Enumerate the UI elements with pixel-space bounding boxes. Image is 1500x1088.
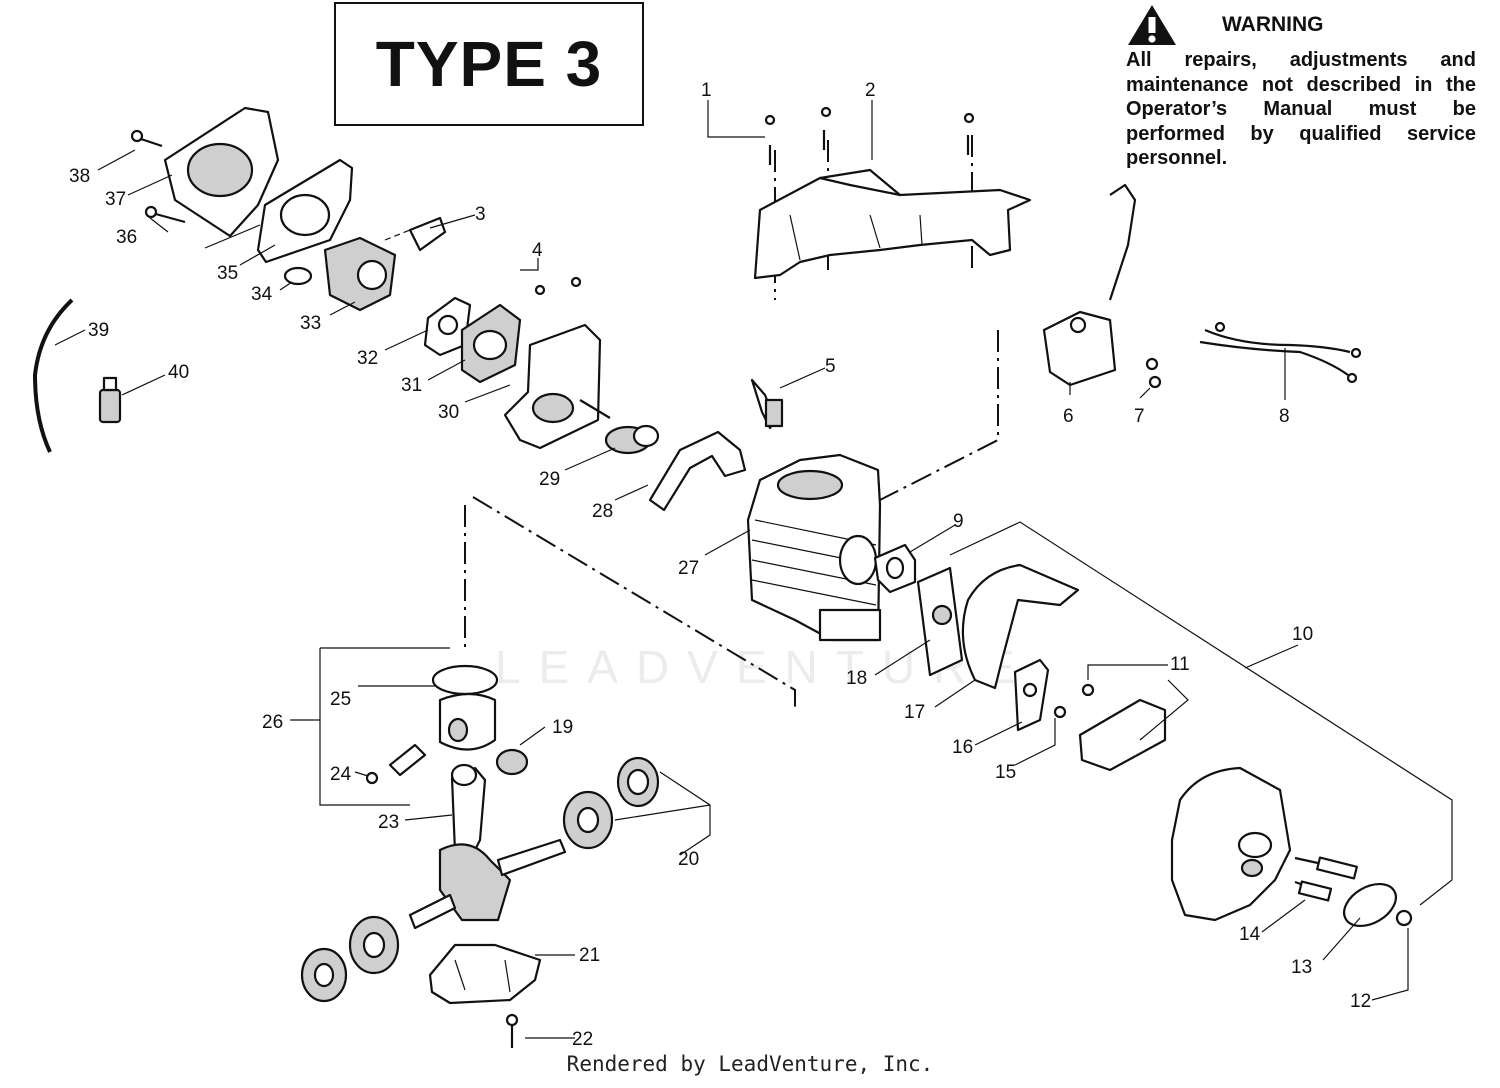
callout-18: 18 — [846, 668, 867, 689]
callout-10: 10 — [1292, 624, 1313, 645]
filter-screws — [130, 129, 186, 224]
callout-8: 8 — [1279, 406, 1290, 427]
fuel-filter-part — [98, 376, 122, 424]
muffler-cap-part — [1343, 882, 1413, 928]
footer-credit: Rendered by LeadVenture, Inc. — [566, 1052, 934, 1076]
callout-19: 19 — [552, 717, 573, 738]
callout-5: 5 — [825, 356, 836, 377]
piston-part — [365, 664, 529, 785]
callout-25: 25 — [330, 689, 351, 710]
carb-mount-part — [503, 276, 611, 450]
crankcase-part — [428, 943, 542, 1048]
callout-31: 31 — [401, 375, 422, 396]
muffler-bolts-part — [1294, 856, 1358, 902]
leader-lines — [54, 100, 1453, 1039]
heat-shield-gasket-part — [916, 566, 964, 677]
wire-part — [1199, 321, 1362, 384]
callout-labels: 1 2 3 4 5 6 7 8 9 10 11 12 13 14 15 16 1… — [69, 80, 1371, 1050]
impulse-hose-part — [648, 430, 747, 512]
exhaust-gasket-part — [873, 543, 917, 594]
callout-27: 27 — [678, 558, 699, 579]
callout-2: 2 — [865, 80, 876, 101]
warning-text: All repairs, adjustments and maintenance… — [1126, 49, 1476, 169]
intake-gasket-part — [460, 303, 522, 384]
fuel-line-part — [33, 298, 74, 453]
callout-33: 33 — [300, 313, 321, 334]
callout-11: 11 — [1170, 654, 1190, 675]
carburetor-part — [283, 216, 447, 312]
muffler-gasket-part — [1013, 658, 1050, 732]
type-label: TYPE 3 — [375, 28, 603, 100]
callout-9: 9 — [953, 511, 964, 532]
callout-16: 16 — [952, 737, 973, 758]
callout-3: 3 — [475, 204, 486, 225]
callout-36: 36 — [116, 227, 137, 248]
callout-1: 1 — [701, 80, 712, 101]
air-filter-part — [256, 158, 354, 264]
top-cover-part — [753, 106, 1032, 280]
callout-29: 29 — [539, 469, 560, 490]
muffler-plate-part — [1053, 683, 1167, 772]
heat-shield-part — [961, 563, 1080, 690]
intake-boot-part — [604, 424, 660, 455]
callout-14: 14 — [1239, 924, 1261, 945]
spark-plug-part — [750, 378, 784, 430]
callout-17: 17 — [904, 702, 925, 723]
callout-23: 23 — [378, 812, 399, 833]
callout-6: 6 — [1063, 406, 1074, 427]
callout-4: 4 — [532, 240, 543, 261]
callout-38: 38 — [69, 166, 90, 187]
cylinder-part — [746, 453, 882, 642]
callout-24: 24 — [330, 764, 352, 785]
callout-28: 28 — [592, 501, 613, 522]
callout-30: 30 — [438, 402, 459, 423]
callout-21: 21 — [579, 945, 600, 966]
callout-35: 35 — [217, 263, 238, 284]
callout-15: 15 — [995, 762, 1016, 783]
assembly-boundary — [464, 496, 796, 710]
callout-12: 12 — [1350, 991, 1371, 1012]
warning-title: WARNING — [1222, 13, 1324, 36]
callout-32: 32 — [357, 348, 378, 369]
warning-header: WARNING — [1126, 2, 1476, 48]
callout-20: 20 — [678, 849, 699, 870]
crankshaft-part — [408, 763, 567, 930]
callout-37: 37 — [105, 189, 126, 210]
type-label-box: TYPE 3 — [334, 2, 644, 126]
ignition-module-part — [1042, 183, 1162, 389]
crank-bearing-part — [300, 756, 660, 1003]
warning-notice: WARNING All repairs, adjustments and mai… — [1126, 2, 1476, 171]
callout-26: 26 — [262, 712, 283, 733]
warning-triangle-icon — [1128, 5, 1176, 45]
callout-7: 7 — [1134, 406, 1145, 427]
callout-13: 13 — [1291, 957, 1312, 978]
callout-22: 22 — [572, 1029, 593, 1050]
ignition-boundary — [879, 330, 999, 501]
carb-gasket-part — [423, 296, 472, 357]
callout-34: 34 — [251, 284, 273, 305]
muffler-part — [1170, 766, 1292, 922]
callout-40: 40 — [168, 362, 189, 383]
callout-39: 39 — [88, 320, 109, 341]
air-filter-cover-part — [163, 106, 280, 238]
